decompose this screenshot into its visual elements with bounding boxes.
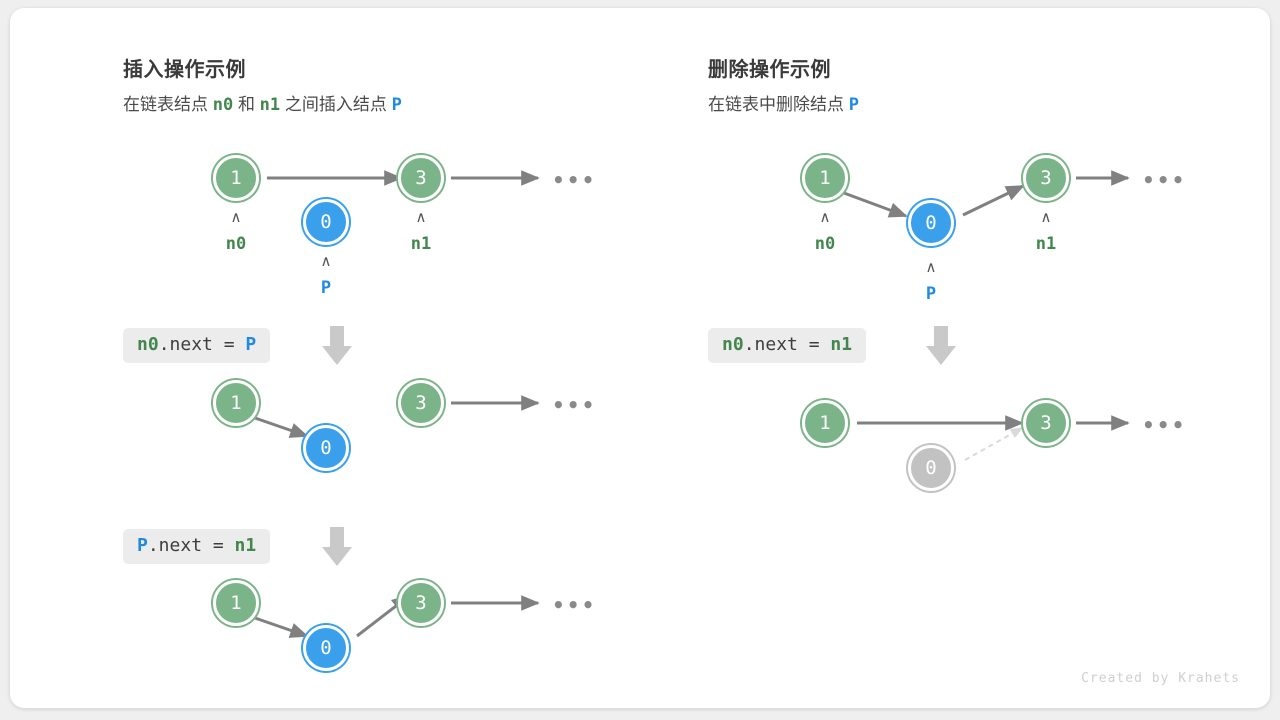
node-value: 0 (320, 637, 332, 659)
node-value: 0 (320, 211, 332, 233)
node-n1: 3 (1023, 155, 1069, 201)
node-n0: 1 (213, 155, 259, 201)
node-p: 0 (303, 425, 349, 471)
node-value: 1 (230, 392, 242, 414)
node-value: 0 (925, 212, 937, 234)
subtitle-text-2: 和 (233, 95, 260, 114)
edge-deleted-dashed (964, 427, 1024, 461)
node-value: 3 (415, 167, 427, 189)
node-value: 0 (320, 437, 332, 459)
ellipsis-dots: ••• (1142, 168, 1187, 192)
node-n0: 1 (213, 580, 259, 626)
left-panel-subtitle: 在链表结点 n0 和 n1 之间插入结点 P (123, 90, 402, 115)
node-value: 0 (925, 457, 937, 479)
caret-icon: ∧ (320, 252, 332, 270)
code-token-text: .next = (158, 334, 246, 355)
edge-p-to-n1 (962, 184, 1025, 217)
node-n0: 1 (802, 400, 848, 446)
code-token-text: .next = (743, 334, 831, 355)
code-step-n0-next-n1: n0.next = n1 (708, 328, 867, 363)
node-n1: 3 (1023, 400, 1069, 446)
down-arrow-icon (318, 525, 356, 574)
node-n1: 3 (398, 380, 444, 426)
code-token-n1: n1 (830, 334, 853, 355)
down-arrow-icon (922, 324, 960, 373)
code-step-n0-next-p: n0.next = P (123, 328, 271, 363)
pointer-label-p: P (925, 284, 937, 304)
edge-n0-to-p (254, 616, 309, 638)
node-n0: 1 (802, 155, 848, 201)
node-value: 3 (415, 592, 427, 614)
code-token-text: .next = (147, 535, 235, 556)
node-p: 0 (303, 199, 349, 245)
caret-icon: ∧ (1040, 208, 1052, 226)
caret-icon: ∧ (819, 208, 831, 226)
caret-icon: ∧ (230, 208, 242, 226)
subtitle-token-n0: n0 (212, 95, 234, 115)
code-token-p: P (137, 535, 148, 556)
pointer-label-n0: n0 (225, 234, 247, 254)
code-token-n0: n0 (722, 334, 744, 355)
subtitle-text-3: 之间插入结点 (280, 95, 392, 114)
left-panel-title: 插入操作示例 (123, 59, 246, 81)
node-deleted: 0 (908, 445, 954, 491)
subtitle-token-p: P (848, 95, 859, 115)
down-arrow-icon (318, 324, 356, 373)
ellipsis-dots: ••• (552, 593, 597, 617)
credit-text: Created by Krahets (1081, 671, 1240, 686)
pointer-label-n0: n0 (814, 234, 836, 254)
node-n0: 1 (213, 380, 259, 426)
node-value: 1 (230, 592, 242, 614)
node-value: 1 (819, 412, 831, 434)
node-value: 1 (819, 167, 831, 189)
subtitle-token-p: P (391, 95, 402, 115)
code-token-n1: n1 (234, 535, 257, 556)
ellipsis-dots: ••• (552, 393, 597, 417)
code-token-n0: n0 (137, 334, 159, 355)
edge-n0-to-p (843, 191, 908, 218)
pointer-label-n1: n1 (410, 234, 432, 254)
diagram-card: 插入操作示例 在链表结点 n0 和 n1 之间插入结点 P 1 0 3 ••• … (10, 8, 1270, 708)
subtitle-text-1: 在链表中删除结点 (708, 95, 849, 114)
node-value: 3 (415, 392, 427, 414)
code-step-p-next-n1: P.next = n1 (123, 529, 271, 564)
caret-icon: ∧ (415, 208, 427, 226)
ellipsis-dots: ••• (1142, 413, 1187, 437)
subtitle-token-n1: n1 (259, 95, 281, 115)
edge-n0-to-p (254, 416, 309, 438)
node-value: 1 (230, 167, 242, 189)
node-p: 0 (908, 200, 954, 246)
ellipsis-dots: ••• (552, 168, 597, 192)
caret-icon: ∧ (925, 258, 937, 276)
node-n1: 3 (398, 580, 444, 626)
node-value: 3 (1040, 167, 1052, 189)
right-panel-subtitle: 在链表中删除结点 P (708, 90, 859, 115)
pointer-label-n1: n1 (1035, 234, 1057, 254)
code-token-p: P (245, 334, 257, 355)
node-p: 0 (303, 625, 349, 671)
pointer-label-p: P (320, 278, 332, 298)
right-panel-title: 删除操作示例 (708, 59, 831, 81)
subtitle-text-1: 在链表结点 (123, 95, 213, 114)
node-n1: 3 (398, 155, 444, 201)
node-value: 3 (1040, 412, 1052, 434)
